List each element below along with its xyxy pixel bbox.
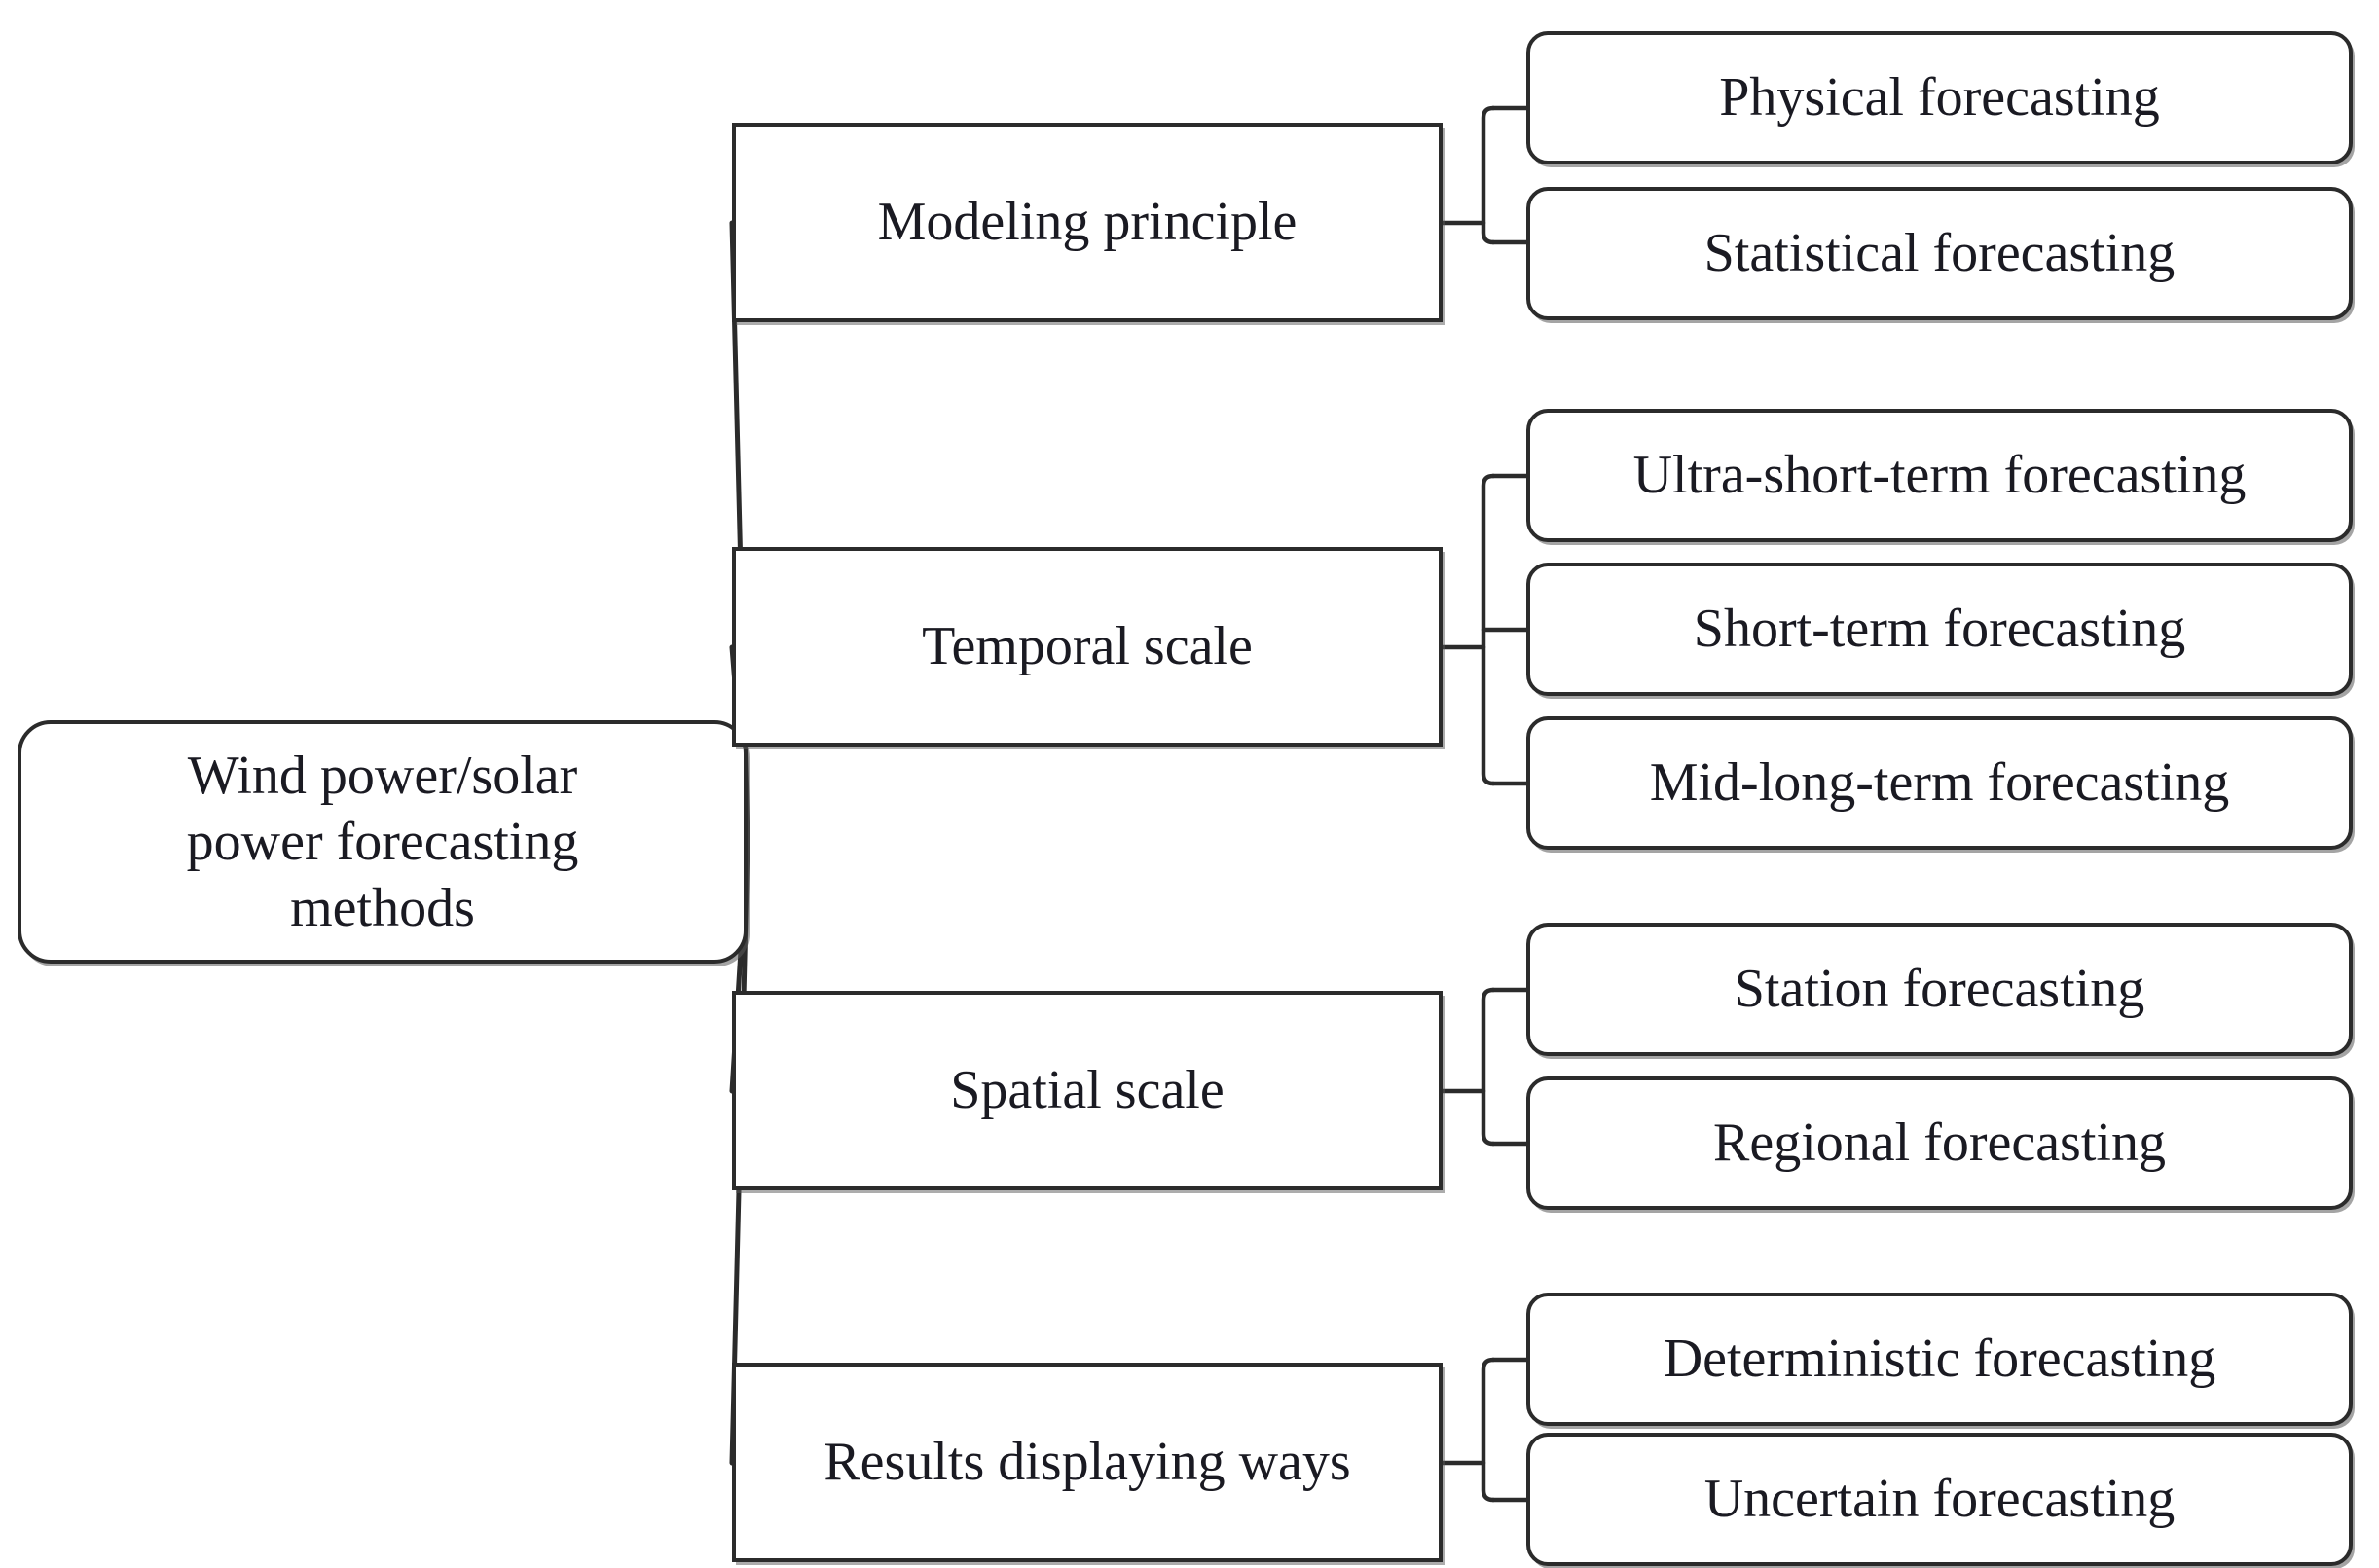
node-branch-spatial-scale-label: Spatial scale	[950, 1060, 1225, 1121]
node-branch-temporal-scale[interactable]: Temporal scale	[732, 547, 1443, 747]
edge-temporal-spine	[1481, 473, 1496, 786]
node-leaf-ultra-short-term-forecasting-label: Ultra-short-term forecasting	[1632, 445, 2247, 506]
node-leaf-statistical-forecasting-label: Statistical forecasting	[1703, 223, 2176, 284]
node-leaf-deterministic-forecasting[interactable]: Deterministic forecasting	[1526, 1293, 2353, 1426]
node-leaf-physical-forecasting[interactable]: Physical forecasting	[1526, 31, 2353, 164]
node-branch-spatial-scale[interactable]: Spatial scale	[732, 991, 1443, 1190]
node-branch-temporal-scale-label: Temporal scale	[922, 616, 1253, 677]
node-leaf-deterministic-forecasting-label: Deterministic forecasting	[1663, 1329, 2216, 1390]
node-leaf-regional-forecasting-label: Regional forecasting	[1713, 1112, 2166, 1174]
node-leaf-statistical-forecasting[interactable]: Statistical forecasting	[1526, 187, 2353, 320]
node-branch-modeling-principle[interactable]: Modeling principle	[732, 123, 1443, 322]
edge-results-spine	[1481, 1357, 1496, 1503]
node-branch-results-displaying-ways-label: Results displaying ways	[824, 1432, 1351, 1493]
node-leaf-uncertain-forecasting-label: Uncertain forecasting	[1703, 1469, 2176, 1530]
node-leaf-physical-forecasting-label: Physical forecasting	[1719, 67, 2160, 128]
node-leaf-uncertain-forecasting[interactable]: Uncertain forecasting	[1526, 1433, 2353, 1566]
node-root[interactable]: Wind power/solar power forecasting metho…	[18, 720, 748, 964]
node-root-label: Wind power/solar power forecasting metho…	[186, 745, 579, 939]
node-leaf-short-term-forecasting-label: Short-term forecasting	[1693, 599, 2186, 660]
node-leaf-ultra-short-term-forecasting[interactable]: Ultra-short-term forecasting	[1526, 409, 2353, 542]
node-leaf-mid-long-term-forecasting[interactable]: Mid-long-term forecasting	[1526, 716, 2353, 850]
node-leaf-short-term-forecasting[interactable]: Short-term forecasting	[1526, 563, 2353, 696]
edge-modeling-spine	[1481, 105, 1496, 245]
node-leaf-station-forecasting[interactable]: Station forecasting	[1526, 923, 2353, 1056]
node-leaf-station-forecasting-label: Station forecasting	[1734, 959, 2145, 1020]
node-leaf-regional-forecasting[interactable]: Regional forecasting	[1526, 1076, 2353, 1210]
node-branch-modeling-principle-label: Modeling principle	[877, 192, 1298, 253]
node-leaf-mid-long-term-forecasting-label: Mid-long-term forecasting	[1649, 752, 2230, 814]
node-branch-results-displaying-ways[interactable]: Results displaying ways	[732, 1363, 1443, 1562]
edge-spatial-spine	[1481, 987, 1496, 1147]
